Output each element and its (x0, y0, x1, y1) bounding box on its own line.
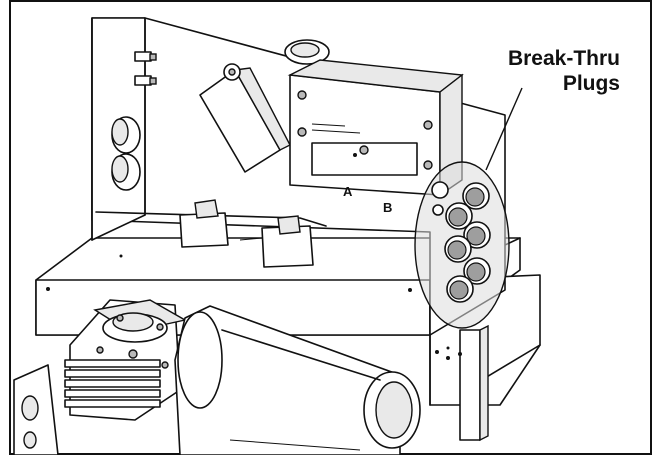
plug (444, 235, 472, 263)
top-knob (284, 39, 330, 65)
plug (462, 182, 490, 210)
callout-label-line1: Break-Thru (507, 47, 620, 70)
mounting-foot (13, 364, 59, 455)
plug (446, 275, 474, 303)
cable-clips (95, 199, 327, 268)
break-thru-plugs (444, 182, 491, 303)
control-box-screws (297, 90, 433, 170)
plug (463, 221, 491, 249)
panel-letter-a: A (343, 184, 353, 199)
control-box: A B (287, 59, 464, 215)
plug (445, 202, 473, 230)
callout-leader-line (485, 87, 523, 171)
panel-letter-b: B (383, 200, 392, 215)
gearbox-fins (64, 359, 161, 408)
plug (463, 257, 491, 285)
motor (174, 305, 421, 455)
callout-label-line2: Plugs (562, 72, 620, 95)
panel-connectors (111, 51, 157, 191)
